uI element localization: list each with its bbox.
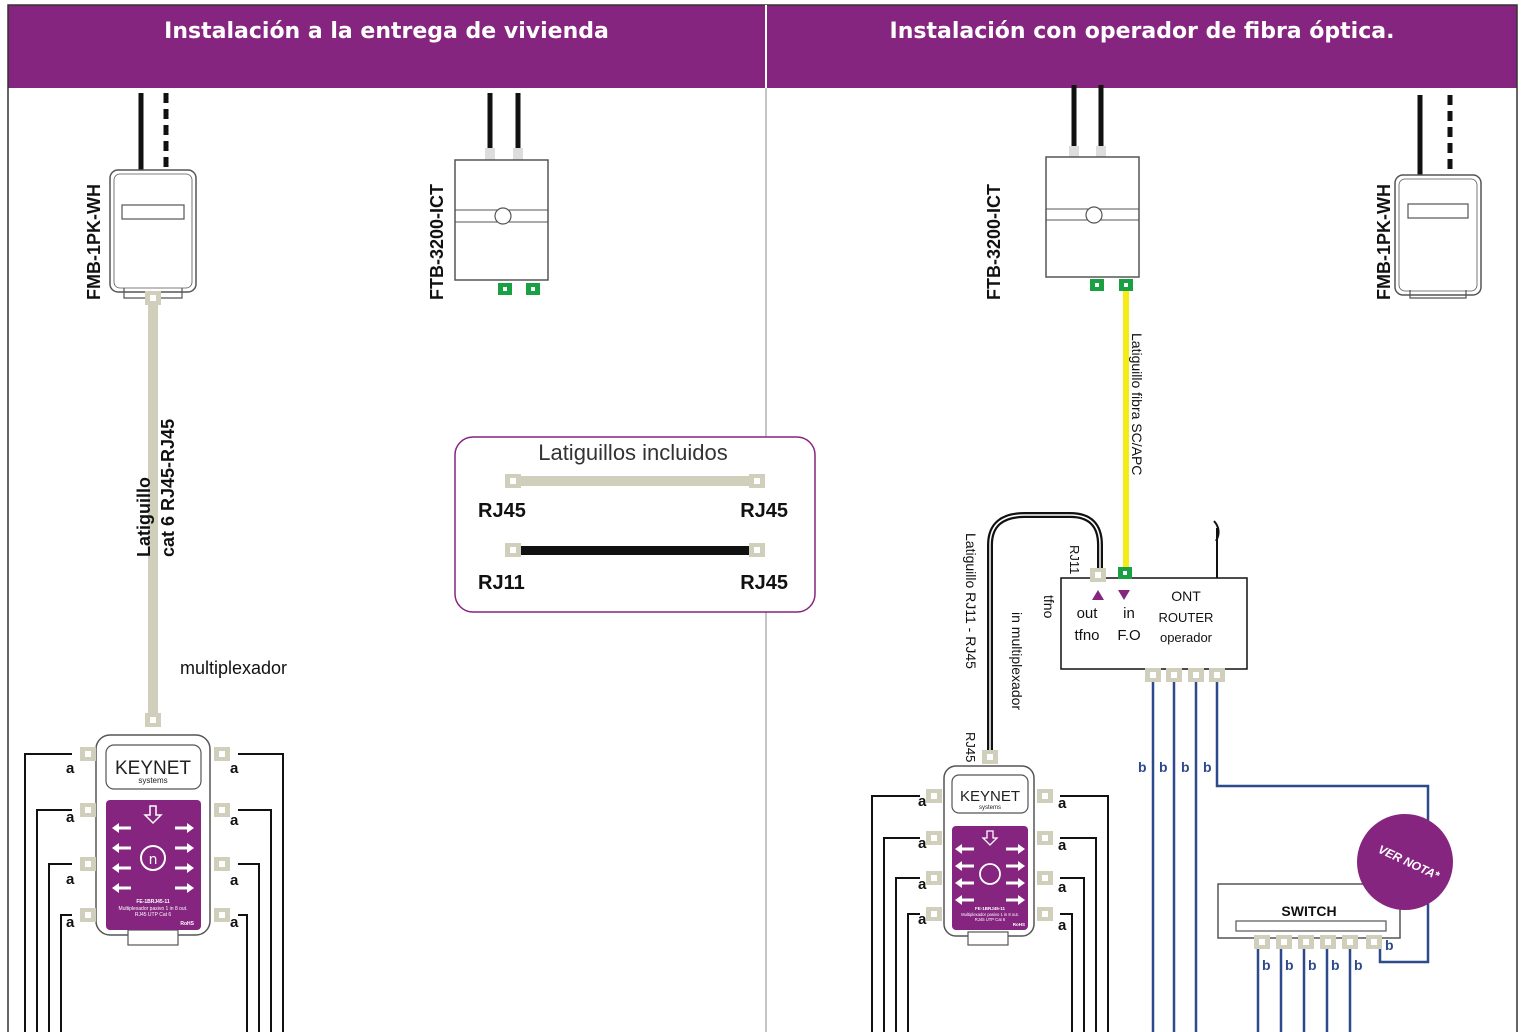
- rj45-small-label: RJ45: [963, 732, 978, 762]
- port-a-l4: a: [66, 914, 75, 931]
- cat6-cable-left: [148, 300, 158, 718]
- mux-right-brand: KEYNET: [960, 788, 1020, 805]
- mux-left-model: FE-1BRJ45-11: [136, 899, 170, 905]
- port-b-4: b: [1203, 759, 1212, 775]
- port-a-l1: a: [66, 760, 75, 777]
- port-b-10: b: [1385, 937, 1394, 953]
- fmb-left-device: [109, 93, 197, 299]
- ont-out-sub: tfno: [1074, 627, 1099, 644]
- legend-box: [454, 436, 816, 613]
- ftb-right-device: [1045, 85, 1140, 291]
- ont-sub1: ROUTER: [1159, 610, 1214, 625]
- port-a-r6: a: [1058, 837, 1067, 854]
- port-a-l3: a: [66, 871, 75, 888]
- port-b-8: b: [1331, 957, 1340, 973]
- port-a-l7: a: [230, 872, 239, 889]
- port-b-2: b: [1159, 759, 1168, 775]
- tfno-small-label: tfno: [1041, 595, 1057, 619]
- port-b-6: b: [1285, 957, 1294, 973]
- svg-text:n: n: [149, 852, 158, 868]
- legend-row2-right: RJ45: [740, 572, 788, 594]
- fiber-cable: [1123, 291, 1129, 569]
- ont-in-sub: F.O: [1117, 627, 1140, 644]
- mux-right-desc1: Multiplexador pasivo 1 in 8 out.: [961, 912, 1019, 917]
- port-b-1: b: [1138, 759, 1147, 775]
- mux-left-brand: KEYNET: [115, 758, 191, 779]
- legend-row1-left: RJ45: [478, 500, 526, 522]
- multiplexador-label: multiplexador: [180, 658, 287, 678]
- port-a-r4: a: [918, 911, 927, 928]
- port-a-l6: a: [230, 812, 239, 829]
- ftb-right-label: FTB-3200-ICT: [984, 184, 1004, 300]
- mux-right-wires: [871, 795, 1109, 1032]
- mux-right-model: FE-1BRJ45-11: [975, 906, 1006, 911]
- header-left: Instalación a la entrega de vivienda: [8, 5, 765, 88]
- port-a-r3: a: [918, 876, 927, 893]
- port-b-5: b: [1262, 957, 1271, 973]
- port-a-r5: a: [1058, 795, 1067, 812]
- header-left-title: Instalación a la entrega de vivienda: [164, 19, 609, 44]
- ont-out-label: out: [1077, 605, 1099, 622]
- header-right-title: Instalación con operador de fibra óptica…: [889, 19, 1395, 44]
- port-b-9: b: [1354, 957, 1363, 973]
- port-a-l8: a: [230, 914, 239, 931]
- header-right: Instalación con operador de fibra óptica…: [767, 5, 1517, 88]
- port-b-7: b: [1308, 957, 1317, 973]
- legend-title: Latiguillos incluidos: [538, 440, 728, 465]
- cat6-label-line1: Latiguillo: [134, 477, 154, 557]
- mux-right: [926, 765, 1053, 946]
- blue-wires: [1151, 682, 1430, 1032]
- port-a-l5: a: [230, 760, 239, 777]
- port-a-r8: a: [1058, 917, 1067, 934]
- ftb-left-label: FTB-3200-ICT: [427, 184, 447, 300]
- mux-right-desc2: RJ45 UTP Cat 6: [975, 917, 1006, 922]
- fmb-left-port: [145, 291, 161, 305]
- mux-right-brand-sub: systems: [979, 805, 1001, 811]
- fmb-right-label: FMB-1PK-WH: [1374, 184, 1394, 300]
- cat6-label-line2: cat 6 RJ45-RJ45: [158, 419, 178, 557]
- ont-title: ONT: [1171, 588, 1201, 604]
- port-a-r2: a: [918, 835, 927, 852]
- mux-left-brand-sub: systems: [138, 776, 167, 785]
- mux-left: n: [80, 734, 230, 946]
- ont-sub2: operador: [1160, 630, 1213, 645]
- fmb-left-label: FMB-1PK-WH: [84, 184, 104, 300]
- in-mux-label: in multiplexador: [1009, 612, 1025, 710]
- fiber-label: Latiguillo fibra SC/APC: [1129, 333, 1145, 475]
- ont-router: [1060, 520, 1248, 682]
- rj11-cable-label: Latiguillo RJ11 - RJ45: [963, 533, 979, 669]
- mux-left-desc2: RJ45 UTP Cat 6: [135, 912, 172, 918]
- rj11-small-label: RJ11: [1067, 545, 1082, 574]
- ont-in-label: in: [1123, 605, 1135, 622]
- mux-left-wires: [24, 753, 284, 1032]
- mux-left-input-port: [145, 713, 161, 727]
- port-a-r1: a: [918, 793, 927, 810]
- mux-left-rohs: RoHS: [180, 921, 194, 927]
- port-a-r7: a: [1058, 879, 1067, 896]
- switch-label: SWITCH: [1281, 903, 1336, 919]
- port-a-l2: a: [66, 809, 75, 826]
- legend-row1-right: RJ45: [740, 500, 788, 522]
- ftb-left-device: [454, 93, 549, 295]
- note-badge[interactable]: [1357, 814, 1453, 910]
- mux-left-desc1: Multiplexador pasivo 1 in 8 out.: [119, 906, 188, 912]
- legend-row2-left: RJ11: [478, 572, 525, 594]
- fmb-right-device: [1394, 95, 1482, 299]
- mux-right-rohs: RoHS: [1013, 922, 1025, 927]
- port-b-3: b: [1181, 759, 1190, 775]
